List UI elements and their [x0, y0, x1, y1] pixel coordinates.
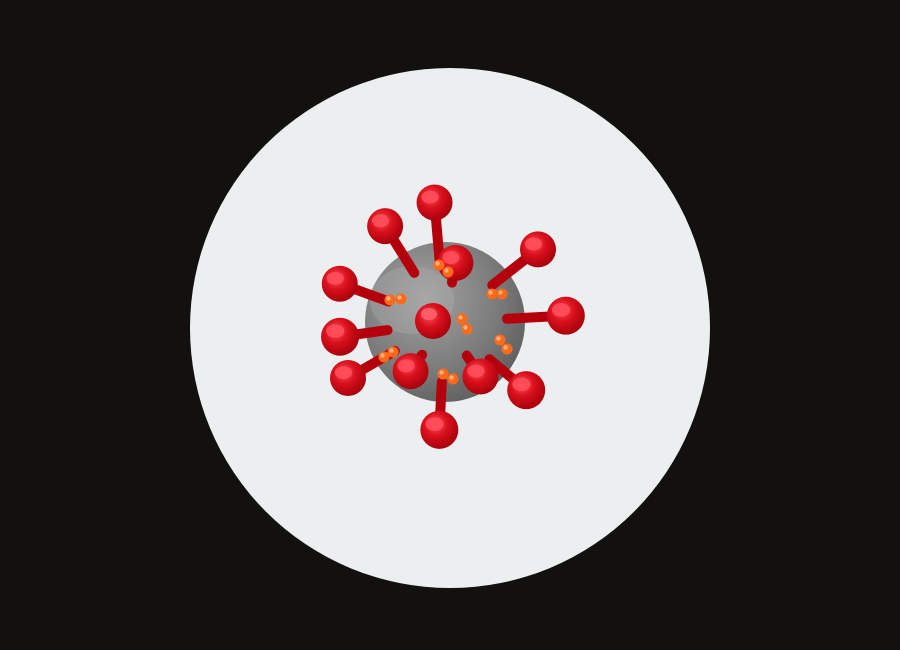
virus-spike: [487, 231, 556, 291]
virus-spot: [384, 293, 407, 306]
virus-spike: [484, 354, 546, 410]
virus-spike: [321, 317, 393, 356]
virus-spike: [367, 208, 420, 278]
virus-spot: [494, 334, 513, 355]
virus-spikes: [321, 184, 585, 449]
virus-spot: [437, 368, 459, 385]
virus-spike: [420, 376, 459, 449]
virus-spot: [433, 259, 454, 278]
virus-spots: [378, 259, 513, 385]
virus-spike: [461, 350, 499, 395]
virus-spot: [456, 313, 473, 335]
virus-spot: [486, 288, 508, 300]
virus-spike: [321, 265, 394, 307]
virus-spike: [416, 184, 453, 268]
virus-spot: [378, 346, 399, 363]
virus-spike: [392, 349, 429, 390]
virus-center-bump: [415, 303, 451, 339]
virus-spike: [501, 296, 585, 335]
